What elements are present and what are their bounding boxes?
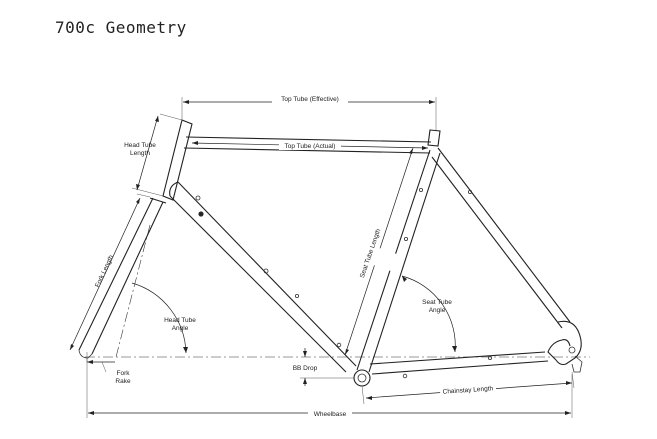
derailleur-hanger [571, 355, 583, 373]
dim-seat-tube-length: Seat Tube Length [335, 147, 414, 356]
dim-bb-drop: BB Drop [293, 348, 354, 386]
fork-blade-front [78, 197, 154, 351]
label-head-tube-length-line2: Length [130, 150, 150, 157]
fork-dropout [78, 349, 93, 359]
dim-wheelbase: Wheelbase [86, 358, 573, 418]
label-chainstay-length: Chainstay Length [442, 385, 493, 396]
dim-fork-rake: Fork Rake [87, 360, 131, 385]
chainstay-upper-line [369, 351, 546, 365]
seat-tube-right-line [368, 152, 441, 373]
seat-boss-1 [418, 187, 423, 192]
fork-crown [149, 197, 167, 204]
label-bb-drop: BB Drop [293, 365, 318, 372]
label-top-tube-actual: Top Tube (Actual) [285, 143, 336, 150]
top-tube-lower-line [183, 147, 431, 154]
label-fork-rake-line2: Rake [115, 378, 131, 385]
fork-blade-rear [91, 201, 164, 355]
label-seat-tube-angle-line2: Angle [429, 307, 446, 314]
dim-head-tube-angle: Head Tube Angle [115, 224, 196, 358]
label-head-tube-length-line1: Head Tube [124, 142, 156, 149]
seat-tube-collar [427, 129, 441, 147]
cable-stop-2 [487, 355, 492, 360]
seat-stay-upper-line [437, 147, 571, 323]
bottle-boss-5 [336, 342, 342, 348]
seat-stay-lower-line [431, 156, 563, 329]
dim-top-tube-effective: Top Tube (Effective) [181, 95, 437, 130]
bottle-boss-4 [294, 293, 299, 298]
page-title: 700c Geometry [55, 18, 187, 37]
dim-top-tube-actual: Top Tube (Actual) [191, 141, 429, 150]
bottom-bracket-inner [357, 373, 367, 383]
label-fork-length: Fork Length [94, 254, 115, 289]
cable-stop-1 [402, 373, 408, 379]
top-tube-upper-line [185, 136, 432, 143]
bottle-boss-1 [195, 195, 201, 201]
down-tube-upper-line [177, 181, 357, 367]
head-tube [162, 119, 193, 201]
bottle-boss-2 [198, 211, 204, 217]
chainstay-lower-line [371, 360, 549, 375]
frame-tubes [78, 119, 583, 387]
label-seat-tube-angle-line1: Seat Tube [422, 299, 452, 306]
dim-fork-length: Fork Length [69, 193, 151, 351]
stay-boss [467, 189, 472, 194]
dim-head-tube-length: Head Tube Length [124, 113, 183, 197]
label-head-tube-angle-line1: Head Tube [164, 317, 196, 324]
bottle-boss-3 [263, 268, 269, 274]
rear-axle [568, 346, 576, 354]
rear-dropout [547, 320, 582, 366]
bottom-bracket [353, 369, 371, 387]
label-top-tube-effective: Top Tube (Effective) [281, 96, 339, 103]
seat-boss-2 [403, 236, 408, 241]
label-head-tube-angle-line2: Angle [172, 325, 189, 332]
down-tube-join [169, 181, 179, 197]
dim-chainstay-length: Chainstay Length [361, 371, 575, 405]
down-tube-lower-line [169, 195, 347, 373]
label-wheelbase: Wheelbase [314, 411, 347, 418]
label-fork-rake-line1: Fork [117, 370, 131, 377]
dim-seat-tube-angle: Seat Tube Angle [401, 275, 457, 353]
